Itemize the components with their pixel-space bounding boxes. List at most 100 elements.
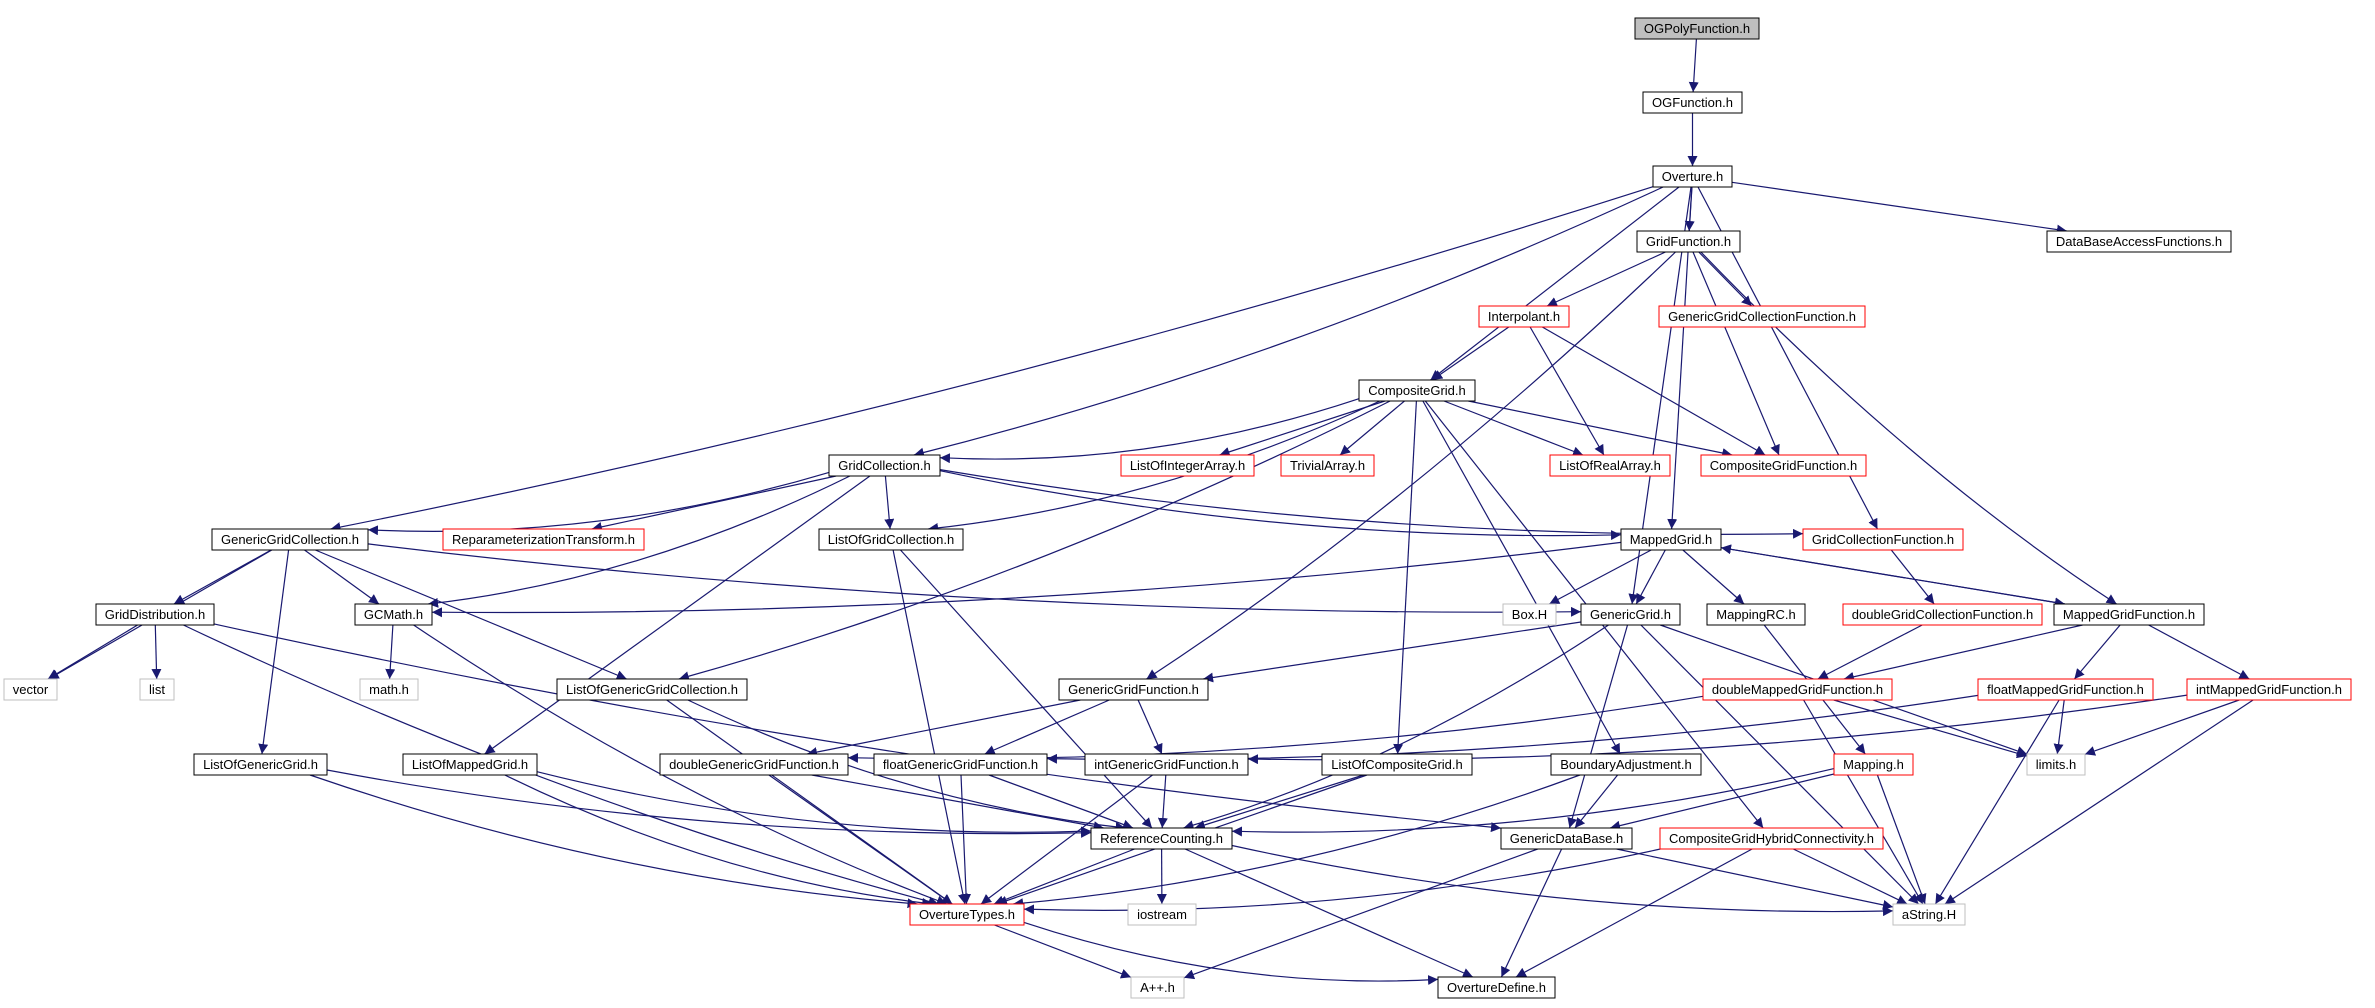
edge-composite-grid-to-list-of-grid-collection <box>928 400 1381 533</box>
node-double-generic-grid-function[interactable]: doubleGenericGridFunction.h <box>659 753 849 776</box>
node-a-string-h[interactable]: aString.H <box>1892 903 1966 926</box>
node-box <box>95 603 215 626</box>
node-overture-types[interactable]: OvertureTypes.h <box>909 903 1025 926</box>
edge-double-mapped-grid-function-to-double-generic-grid-function <box>847 695 1704 763</box>
node-double-mapped-grid-function[interactable]: doubleMappedGridFunction.h <box>1702 678 1893 701</box>
edge-list-of-generic-grid-collection-to-reference-counting <box>687 699 1126 832</box>
node-boundary-adjustment[interactable]: BoundaryAdjustment.h <box>1550 753 1702 776</box>
edge-boundary-adjustment-to-generic-data-base <box>1574 774 1619 829</box>
node-data-base-access-functions[interactable]: DataBaseAccessFunctions.h <box>2046 230 2232 253</box>
node-composite-grid[interactable]: CompositeGrid.h <box>1358 379 1476 402</box>
node-list[interactable]: list <box>139 678 175 701</box>
node-box-h[interactable]: Box.H <box>1502 603 1557 626</box>
edge-mapping-to-reference-counting <box>1231 768 1835 837</box>
node-box <box>2186 678 2352 701</box>
node-list-of-grid-collection[interactable]: ListOfGridCollection.h <box>818 528 964 551</box>
node-list-of-generic-grid[interactable]: ListOfGenericGrid.h <box>193 753 328 776</box>
node-box <box>828 454 941 477</box>
node-reference-counting[interactable]: ReferenceCounting.h <box>1090 827 1233 850</box>
node-list-of-composite-grid[interactable]: ListOfCompositeGrid.h <box>1321 753 1473 776</box>
node-box <box>1702 678 1893 701</box>
node-list-of-real-array[interactable]: ListOfRealArray.h <box>1549 454 1671 477</box>
edge-grid-distribution-to-vector <box>47 624 138 680</box>
node-label: Interpolant.h <box>1488 309 1560 324</box>
edge-grid-function-to-generic-grid-function <box>1146 251 1676 680</box>
node-label: DataBaseAccessFunctions.h <box>2056 234 2222 249</box>
node-box <box>1700 454 1867 477</box>
node-box <box>1478 305 1570 328</box>
node-box <box>1058 678 1209 701</box>
node-mathh[interactable]: math.h <box>359 678 419 701</box>
node-box <box>818 528 964 551</box>
node-interpolant[interactable]: Interpolant.h <box>1478 305 1570 328</box>
node-label: MappedGrid.h <box>1630 532 1712 547</box>
edge-mapped-grid-function-to-double-mapped-grid-function <box>1843 624 2083 682</box>
node-generic-grid[interactable]: GenericGrid.h <box>1580 603 1681 626</box>
node-mapping-rc[interactable]: MappingRC.h <box>1706 603 1806 626</box>
node-generic-data-base[interactable]: GenericDataBase.h <box>1500 827 1633 850</box>
node-box <box>211 528 369 551</box>
node-grid-collection[interactable]: GridCollection.h <box>828 454 941 477</box>
node-label: CompositeGridHybridConnectivity.h <box>1669 831 1874 846</box>
edge-float-mapped-grid-function-to-float-generic-grid-function <box>1046 694 1979 764</box>
node-label: A++.h <box>1140 980 1175 995</box>
node-list-of-generic-grid-collection[interactable]: ListOfGenericGridCollection.h <box>556 678 748 701</box>
node-overture-define[interactable]: OvertureDefine.h <box>1437 976 1556 999</box>
node-list-of-integer-array[interactable]: ListOfIntegerArray.h <box>1120 454 1255 477</box>
node-generic-grid-collection-function[interactable]: GenericGridCollectionFunction.h <box>1658 305 1866 328</box>
node-composite-grid-hybrid-connectivity[interactable]: CompositeGridHybridConnectivity.h <box>1659 827 1884 850</box>
node-generic-grid-function[interactable]: GenericGridFunction.h <box>1058 678 1209 701</box>
edge-reference-counting-to-overture-define <box>1184 848 1474 978</box>
node-mapped-grid[interactable]: MappedGrid.h <box>1620 528 1722 551</box>
node-label: OvertureDefine.h <box>1447 980 1546 995</box>
node-ogfunction[interactable]: OGFunction.h <box>1642 91 1743 114</box>
node-box <box>1636 230 1741 253</box>
node-box <box>2053 603 2205 626</box>
node-box <box>1634 17 1760 40</box>
node-box <box>659 753 849 776</box>
edge-float-generic-grid-function-to-overture-types <box>960 774 972 905</box>
edge-list-of-grid-collection-to-reference-counting <box>900 549 1153 829</box>
node-box <box>1658 305 1866 328</box>
node-grid-distribution[interactable]: GridDistribution.h <box>95 603 215 626</box>
edge-mapped-grid-to-gcmath <box>431 541 1622 618</box>
edge-int-mapped-grid-function-to-a-string-h <box>1944 699 2254 905</box>
node-vector[interactable]: vector <box>3 678 58 701</box>
node-composite-grid-function[interactable]: CompositeGridFunction.h <box>1700 454 1867 477</box>
node-label: GenericGridCollection.h <box>221 532 359 547</box>
node-gcmath[interactable]: GCMath.h <box>354 603 433 626</box>
node-reparameterization-transform[interactable]: ReparameterizationTransform.h <box>442 528 645 551</box>
node-grid-collection-function[interactable]: GridCollectionFunction.h <box>1802 528 1964 551</box>
edge-interpolant-to-list-of-real-array <box>1529 326 1605 456</box>
edge-generic-grid-to-generic-grid-function <box>1203 621 1582 683</box>
node-mapped-grid-function[interactable]: MappedGridFunction.h <box>2053 603 2205 626</box>
node-label: GenericGridFunction.h <box>1068 682 1199 697</box>
node-box <box>359 678 419 701</box>
node-label: CompositeGridFunction.h <box>1710 458 1857 473</box>
node-label: intMappedGridFunction.h <box>2196 682 2342 697</box>
edge-composite-grid-to-list-of-generic-grid-collection <box>678 400 1391 682</box>
node-overture[interactable]: Overture.h <box>1652 165 1733 188</box>
node-label: ListOfIntegerArray.h <box>1130 458 1245 473</box>
node-box <box>354 603 433 626</box>
node-double-grid-collection-function[interactable]: doubleGridCollectionFunction.h <box>1842 603 2043 626</box>
node-int-mapped-grid-function[interactable]: intMappedGridFunction.h <box>2186 678 2352 701</box>
node-float-generic-grid-function[interactable]: floatGenericGridFunction.h <box>873 753 1048 776</box>
edge-grid-function-to-interpolant <box>1546 251 1666 307</box>
node-float-mapped-grid-function[interactable]: floatMappedGridFunction.h <box>1977 678 2154 701</box>
node-int-generic-grid-function[interactable]: intGenericGridFunction.h <box>1084 753 1249 776</box>
node-trivial-array[interactable]: TrivialArray.h <box>1280 454 1375 477</box>
node-grid-function[interactable]: GridFunction.h <box>1636 230 1741 253</box>
node-iostream[interactable]: iostream <box>1127 903 1197 926</box>
node-generic-grid-collection[interactable]: GenericGridCollection.h <box>211 528 369 551</box>
node-list-of-mapped-grid[interactable]: ListOfMappedGrid.h <box>402 753 538 776</box>
edge-generic-grid-collection-to-list-of-generic-grid <box>258 549 290 755</box>
node-limitsh[interactable]: limits.h <box>2026 753 2086 776</box>
node-ogpoly-function[interactable]: OGPolyFunction.h <box>1634 17 1760 40</box>
node-appsh[interactable]: A++.h <box>1130 976 1185 999</box>
edge-int-generic-grid-function-to-overture-types <box>980 774 1153 905</box>
node-mapping[interactable]: Mapping.h <box>1833 753 1914 776</box>
edge-generic-grid-to-a-string-h <box>1640 624 1920 905</box>
edge-generic-data-base-to-overture-define <box>1500 848 1563 978</box>
edge-composite-grid-hybrid-connectivity-to-overture-define <box>1515 848 1753 978</box>
